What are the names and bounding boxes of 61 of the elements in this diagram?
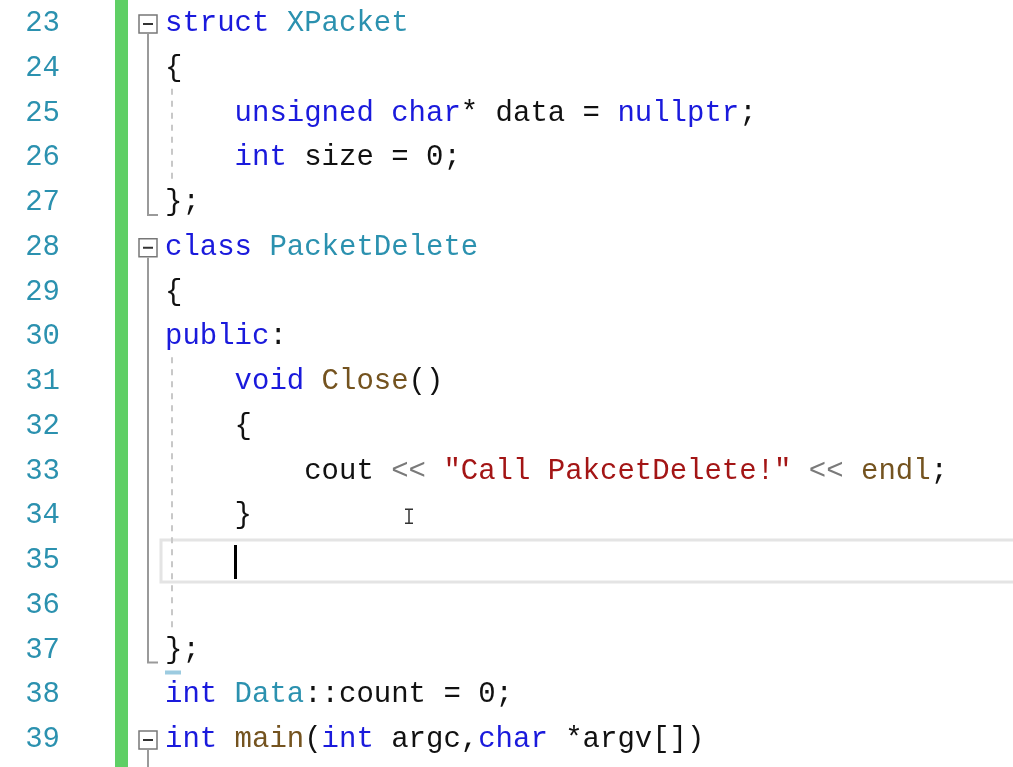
code-token: public [165,319,270,356]
code-token: = [391,140,409,177]
code-token: { [165,50,183,87]
code-token: cout [304,453,374,490]
code-token: size [304,140,374,177]
code-token: Close [321,364,409,400]
line-number: 35 [25,543,60,579]
line-number: 26 [25,140,60,177]
code-token: * [460,95,479,132]
line-number: 31 [25,364,60,400]
line-number: 24 [25,50,60,87]
code-token: : [269,319,287,356]
code-token: () [408,364,444,400]
code-token: void [234,364,305,400]
line-number: 30 [25,319,60,356]
code-token: { [165,274,183,311]
code-token: ( [304,722,322,758]
code-token: argc, [391,722,479,758]
code-token: nullptr [617,95,740,132]
code-token: unsigned [234,95,374,132]
line-number: 39 [25,722,60,758]
code-token: ; [930,453,948,490]
code-token: 0; [478,677,513,714]
code-token: }; [165,185,200,221]
code-token: ::count [304,677,426,714]
code-token: Data [234,677,305,714]
code-token: 0; [426,140,461,177]
code-token: struct [165,6,270,42]
code-token: PacketDelete [269,229,479,266]
code-token: } [234,498,252,535]
line-number: 33 [25,453,60,490]
code-token: XPacket [286,6,409,42]
line-number: 36 [25,587,60,624]
code-token: endl [861,453,931,490]
code-token: { [234,408,252,445]
code-token: int [321,722,374,758]
code-token: int [165,677,218,714]
code-token: ; [739,95,757,132]
code-token: int [234,140,287,177]
line-number: 28 [25,229,60,266]
line-number: 38 [25,677,60,714]
code-token: int [165,722,218,758]
line-number: 37 [25,632,60,669]
line-number: 27 [25,185,60,221]
line-number: 23 [25,6,60,42]
line-number: 34 [25,498,60,535]
line-number: 32 [25,408,60,445]
code-token: *argv[]) [565,722,705,758]
code-token: class [165,229,252,266]
code-token: << [808,453,844,490]
code-token: char [478,722,548,758]
code-token: main [234,722,305,758]
line-number: 25 [25,95,60,132]
code-token: << [391,453,426,490]
code-token: "Call PakcetDelete!" [443,453,792,490]
code-token: = [443,677,461,714]
line-number: 29 [25,274,60,311]
code-token: data [495,95,566,132]
code-token: char [391,95,461,132]
code-token: }; [165,632,200,669]
code-token: = [582,95,600,132]
